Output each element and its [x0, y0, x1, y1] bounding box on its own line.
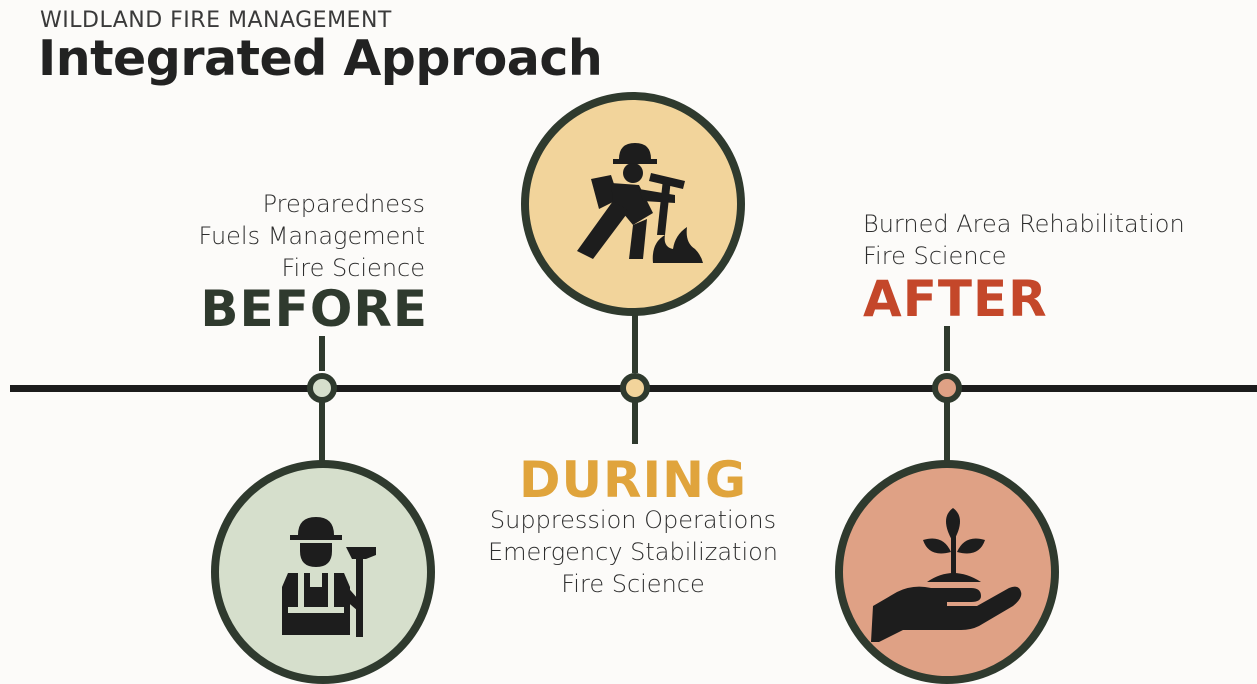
before-stem-bottom [319, 402, 325, 464]
during-items-list: Suppression Operations Emergency Stabili… [470, 504, 796, 600]
page-title: Integrated Approach [38, 30, 603, 87]
during-stem-top [632, 313, 638, 373]
seedling-in-hand-icon [867, 502, 1027, 642]
after-stem-top [944, 326, 950, 371]
before-item: Preparedness [262, 190, 425, 218]
before-stem-top [319, 336, 325, 371]
before-item: Fuels Management [198, 222, 425, 250]
before-circle [211, 460, 435, 684]
after-item: Fire Science [863, 242, 1007, 270]
after-circle [835, 460, 1059, 684]
during-stem-bottom [632, 402, 638, 444]
after-timeline-node [932, 373, 962, 403]
during-item: Fire Science [561, 570, 705, 598]
digging-fire-line-icon [553, 139, 713, 269]
after-items-list: Burned Area Rehabilitation Fire Science [863, 208, 1243, 272]
before-phase-label: BEFORE [200, 280, 428, 338]
after-stem-bottom [944, 402, 950, 464]
firefighter-with-axe-icon [258, 507, 388, 637]
during-item: Emergency Stabilization [487, 538, 779, 566]
before-timeline-node [307, 373, 337, 403]
during-circle [521, 92, 745, 316]
page-supertitle: WILDLAND FIRE MANAGEMENT [40, 8, 392, 33]
after-phase-label: AFTER [863, 270, 1048, 328]
during-item: Suppression Operations [489, 506, 777, 534]
during-timeline-node [620, 373, 650, 403]
before-item: Fire Science [281, 254, 426, 282]
after-item: Burned Area Rehabilitation [863, 210, 1185, 238]
before-items-list: Preparedness Fuels Management Fire Scien… [100, 188, 425, 284]
during-phase-label: DURING [518, 451, 748, 509]
